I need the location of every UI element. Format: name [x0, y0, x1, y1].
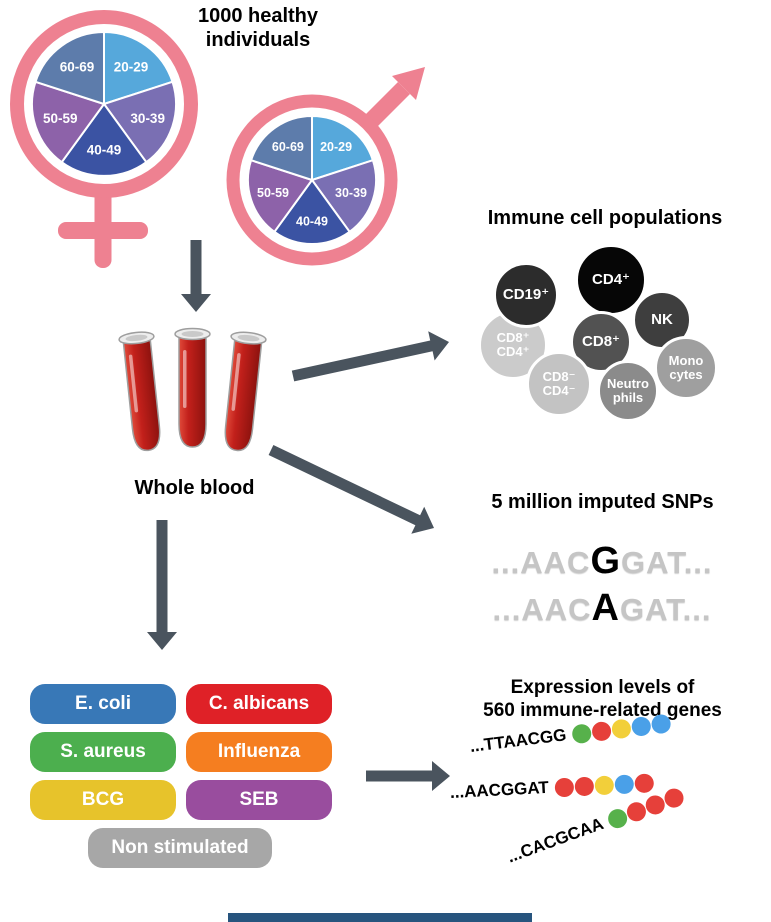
- male-symbol: 20-29 30-39 40-49 50-59 60-69: [226, 67, 425, 266]
- snps-heading: 5 million imputed SNPs: [491, 491, 714, 513]
- expression-heading-line1: Expression levels of: [510, 677, 695, 698]
- expression-dot-red: [574, 775, 595, 796]
- expression-dot-red: [590, 720, 613, 742]
- cell-label: NK: [651, 310, 673, 328]
- stimulus-label: C. albicans: [208, 693, 310, 714]
- pie-label-30-39: 30-39: [130, 111, 165, 126]
- sequence-prefix: ...AAC: [492, 592, 592, 627]
- pie-slice-30-39: [310, 158, 378, 234]
- cell-label: Neutro: [607, 375, 649, 391]
- pie-label-60-69: 60-69: [272, 140, 304, 154]
- pie-label-40-49: 40-49: [87, 143, 122, 158]
- sequence-prefix: ...AAC: [491, 545, 591, 580]
- pie-label-50-59: 50-59: [43, 111, 78, 126]
- expression-dot-blue: [630, 715, 652, 737]
- whole-blood-label: Whole blood: [134, 477, 255, 499]
- stimulus-label: Non stimulated: [111, 837, 249, 858]
- male-symbol-arrow-shaft: [361, 81, 411, 131]
- cropped-bottom-bar: [228, 913, 532, 922]
- pie-label-60-69: 60-69: [60, 60, 95, 75]
- pie-slice-60-69: [34, 30, 105, 106]
- test-tube: [218, 330, 268, 454]
- gene-row-2: ...AACGGAT: [449, 772, 655, 803]
- pie-slice-40-49: [273, 178, 351, 245]
- pie-slice-60-69: [249, 114, 313, 182]
- male-age-pie: 20-29 30-39 40-49 50-59 60-69: [246, 114, 378, 245]
- immune-cells-heading: Immune cell populations: [487, 207, 723, 229]
- cell-label: CD4⁺: [496, 344, 530, 359]
- stimulus-label: S. aureus: [60, 741, 146, 762]
- cell-label: CD8⁺: [496, 329, 530, 345]
- snp-sequence-2: ...AACAGAT...: [452, 587, 752, 630]
- gene-sequence-text: ...AACGGAT: [449, 777, 550, 802]
- sequence-suffix: GAT...: [621, 545, 713, 580]
- expression-heading-line2: 560 immune-related genes: [483, 700, 722, 722]
- stimulus-influenza: Influenza: [186, 732, 332, 772]
- stimulus-e--coli: E. coli: [30, 684, 176, 724]
- cell-label: CD4⁺: [592, 270, 630, 288]
- cell-label: phils: [612, 390, 644, 405]
- stimulus-c--albicans: C. albicans: [186, 684, 332, 724]
- stimulus-bcg: BCG: [30, 780, 176, 820]
- pie-slice-30-39: [102, 80, 177, 164]
- gene-sequence-text: ...CACGCAA: [504, 814, 607, 867]
- cell-label: CD8⁺: [582, 332, 620, 350]
- female-symbol-stem: [94, 190, 112, 268]
- expression-dot-red: [554, 777, 575, 797]
- pie-label-20-29: 20-29: [114, 60, 149, 75]
- stimulus-label: BCG: [81, 789, 125, 810]
- sequence-suffix: GAT...: [619, 592, 712, 627]
- snp-allele: G: [590, 540, 621, 582]
- pie-slice-20-29: [311, 114, 375, 182]
- pie-slice-40-49: [60, 102, 148, 177]
- stimulus-non-stimulated: Non stimulated: [88, 828, 272, 868]
- female-symbol-crossbar: [58, 222, 148, 239]
- cell-cd4: CD4⁺: [575, 244, 647, 316]
- snp-allele: A: [591, 587, 620, 629]
- male-symbol-arrow-head: [392, 67, 425, 100]
- blood-tubes: [117, 327, 268, 454]
- pie-label-50-59: 50-59: [257, 186, 289, 200]
- test-tube: [117, 329, 167, 453]
- stimulus-label: E. coli: [75, 693, 131, 714]
- stimulus-label: SEB: [239, 789, 279, 810]
- arrow-individuals-to-blood: [181, 240, 211, 312]
- pie-label-20-29: 20-29: [320, 140, 352, 154]
- arrow-blood-to-cells: [291, 331, 449, 382]
- stimulus-seb: SEB: [186, 780, 332, 820]
- test-tube: [174, 327, 211, 448]
- arrow-stimulation-to-expression: [366, 761, 450, 791]
- expression-dot-red: [634, 772, 655, 793]
- pie-slice-50-59: [246, 158, 314, 234]
- cell-cd19: CD19⁺: [493, 262, 559, 328]
- cell-label: Mono: [668, 352, 704, 368]
- expression-dot-blue: [614, 773, 635, 794]
- stimulus-s--aureus: S. aureus: [30, 732, 176, 772]
- expression-dot-green: [571, 722, 593, 744]
- figure-title: 1000 healthy individuals: [197, 5, 319, 52]
- cell-label: cytes: [669, 367, 703, 382]
- cell-label: CD19⁺: [502, 285, 550, 303]
- cell-label: CD8⁻: [542, 368, 576, 384]
- snp-sequence-1: ...AACGGAT...: [452, 540, 752, 583]
- cell-cd8cd4: CD8⁻CD4⁻: [526, 351, 592, 417]
- expression-dot-blue: [650, 712, 672, 735]
- cell-label: CD4⁻: [542, 383, 576, 398]
- expression-dot-yellow: [610, 717, 632, 740]
- expression-heading: Expression levels of 560 immune-related …: [440, 676, 765, 722]
- expression-dot-yellow: [594, 774, 615, 795]
- stimulus-label: Influenza: [217, 741, 301, 762]
- pie-slice-50-59: [31, 80, 106, 164]
- pie-label-40-49: 40-49: [296, 214, 328, 228]
- male-symbol-ring: [226, 94, 398, 266]
- expression-dot-red: [661, 785, 687, 810]
- gene-sequence-text: ...TTAACGG: [468, 725, 568, 756]
- female-age-pie: 20-29 30-39 40-49 50-59 60-69: [31, 30, 177, 177]
- pie-label-30-39: 30-39: [335, 186, 367, 200]
- arrow-blood-to-stimulation: [147, 520, 177, 650]
